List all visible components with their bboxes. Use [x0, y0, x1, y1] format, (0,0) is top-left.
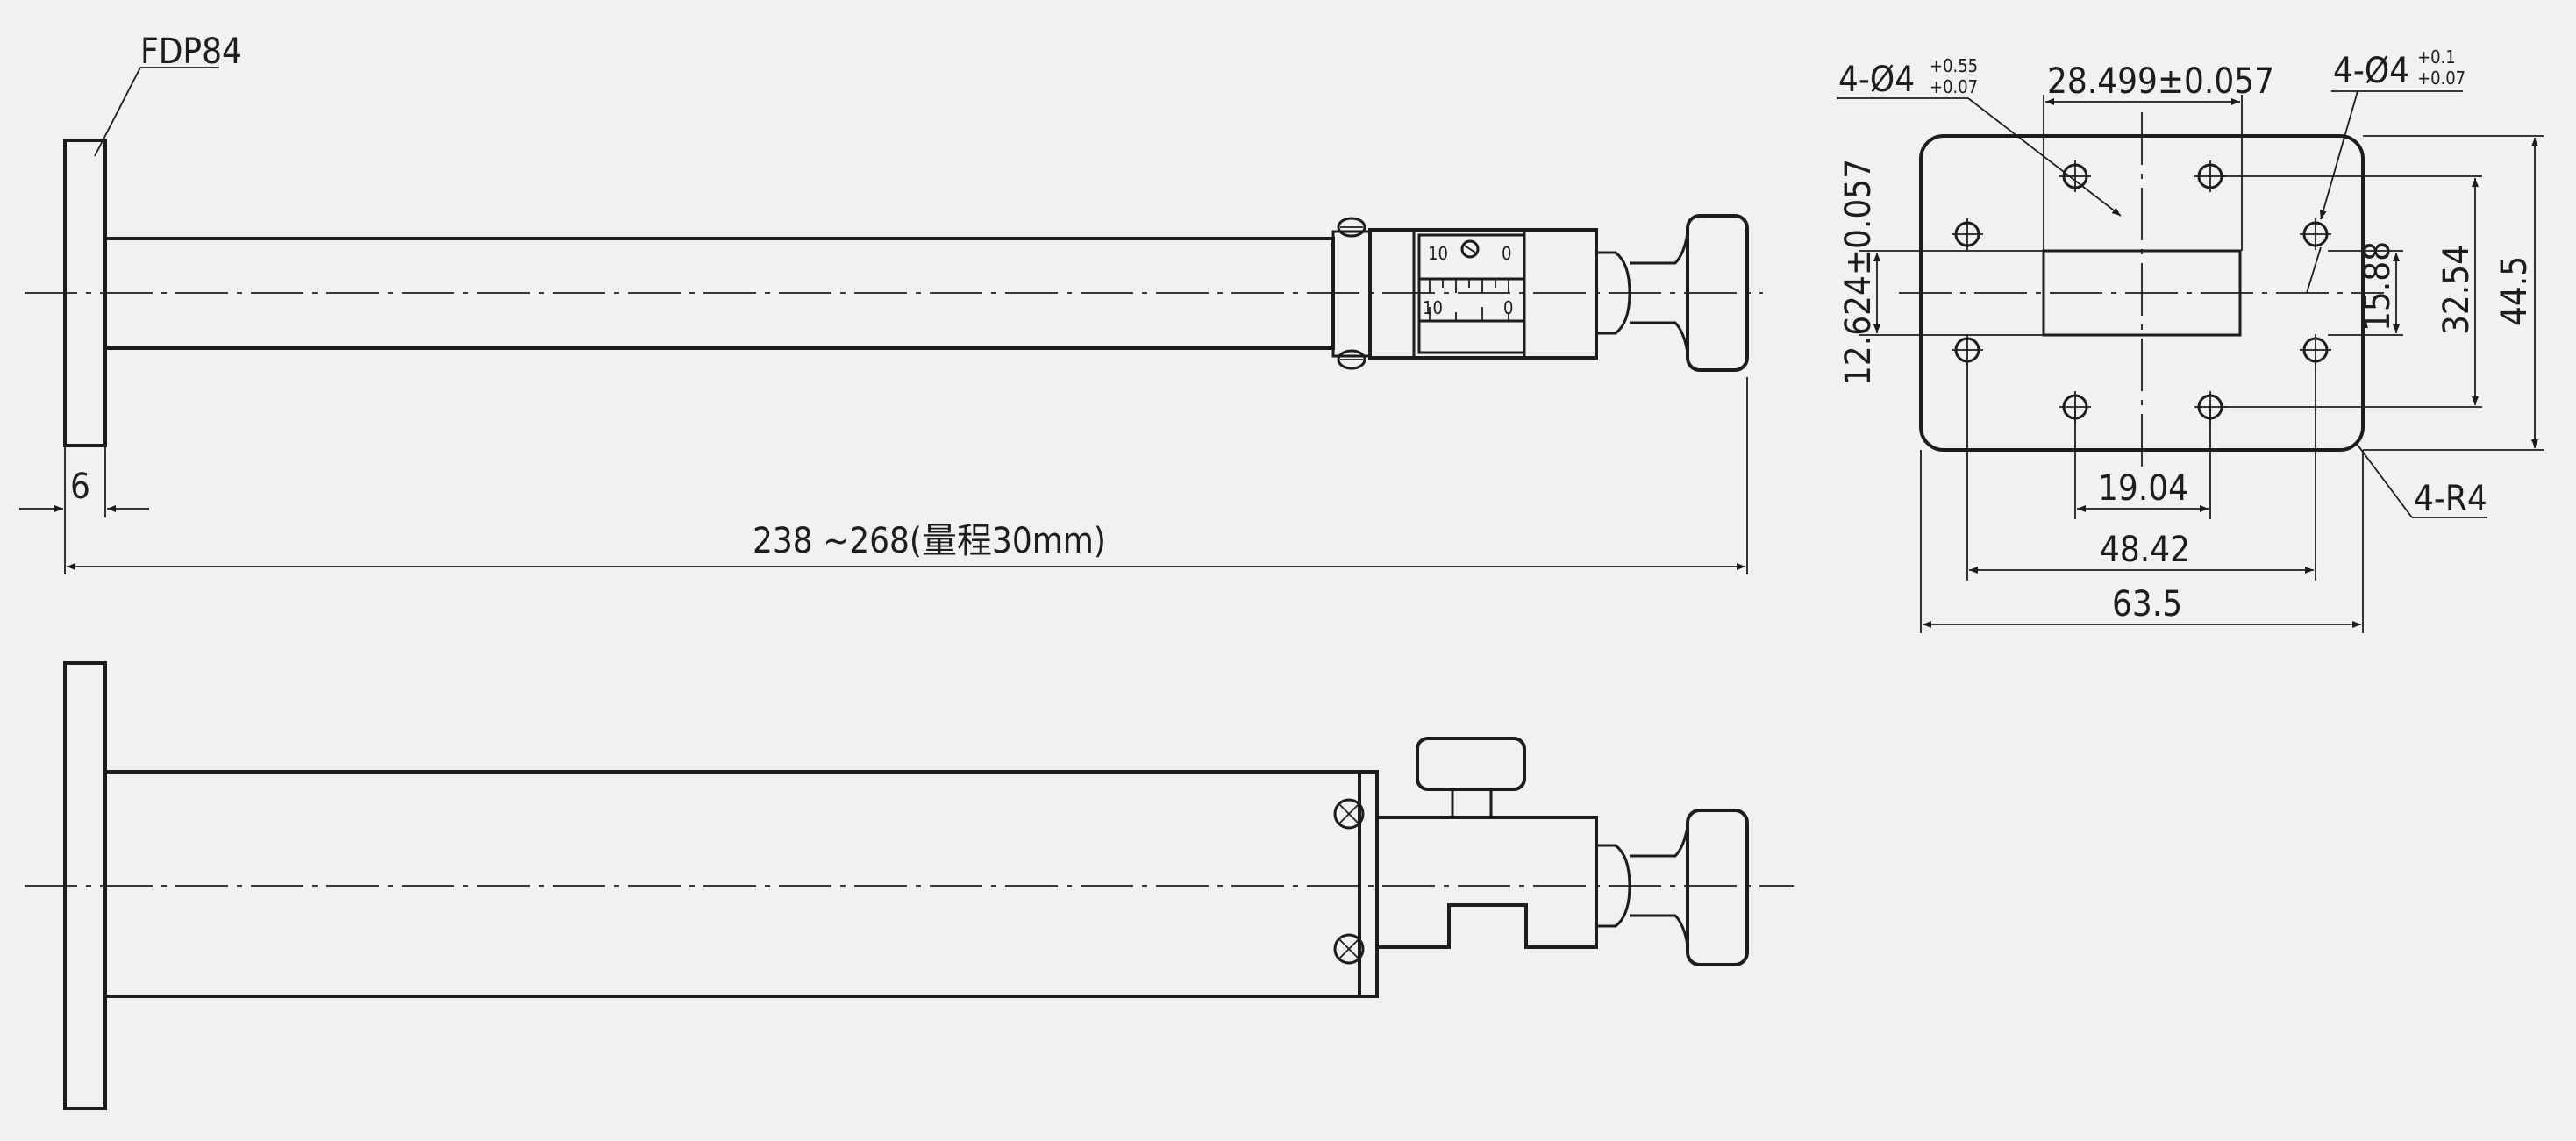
flange-height-value: 44.5 — [2494, 256, 2535, 326]
overall-length-dimension: 238 ~268(量程30mm) — [64, 377, 1748, 574]
bottom-carriage — [1375, 816, 1598, 949]
hole-columns-dimension: 48.42 — [1966, 361, 2316, 581]
hole-callout-right: 4-Ø4 +0.1 +0.07 — [2306, 46, 2465, 294]
flange-width-dimension: 63.5 — [1920, 450, 2364, 633]
hole-callout-right-tol-lower: +0.07 — [2417, 68, 2465, 89]
bottom-end-plate — [1358, 770, 1379, 998]
aperture-height-dimension: 15.88 — [2328, 241, 2403, 336]
hole-spacing-bottom-value: 19.04 — [2098, 468, 2188, 509]
overall-length-value: 238 ~268(量程30mm) — [753, 521, 1106, 561]
flange-thickness-value: 6 — [70, 467, 90, 507]
bottom-screw-upper — [1333, 798, 1365, 830]
top-knurled-knob — [1686, 214, 1749, 372]
hole-spacing-top-value: 28.499±0.057 — [2047, 61, 2274, 102]
bottom-view — [25, 661, 1794, 1110]
bottom-waveguide-body — [103, 770, 1379, 998]
micrometer-housing — [1368, 228, 1598, 360]
hole-columns-value: 48.42 — [2100, 530, 2190, 570]
micrometer-scale-label-bottom-right: 0 — [1503, 297, 1513, 318]
hole-spacing-top-dimension: 28.499±0.057 — [2043, 61, 2274, 251]
micrometer-scale — [1417, 277, 1526, 323]
top-clamp-collar — [1331, 230, 1372, 358]
hole-rows-dimension: 32.54 — [2222, 175, 2482, 408]
top-knob-neck — [1596, 251, 1631, 335]
flange-model-text: FDP84 — [140, 32, 242, 72]
micrometer-scale-label-top-right: 0 — [1502, 243, 1511, 264]
hole-callout-left: 4-Ø4 +0.55 +0.07 — [1837, 55, 2122, 217]
hole-spacing-vertical-value: 12.624±0.057 — [1838, 159, 1879, 386]
hole-callout-left-tol-lower: +0.07 — [1930, 76, 1978, 97]
micrometer-ticks — [1429, 279, 1509, 321]
bottom-post — [1451, 788, 1493, 819]
aperture-height-value: 15.88 — [2358, 241, 2398, 332]
micrometer-scale-label-bottom-left: 10 — [1423, 297, 1443, 318]
bottom-top-knurled-knob — [1416, 737, 1526, 791]
hole-callout-right-count: 4-Ø4 — [2333, 51, 2409, 91]
top-clamp-screw-upper — [1337, 217, 1366, 238]
micrometer-scale-label-top-left: 10 — [1428, 243, 1448, 264]
corner-radius-callout: 4-R4 — [2356, 443, 2487, 519]
hole-callout-left-count: 4-Ø4 — [1838, 60, 1915, 100]
flange-front-view: 28.499±0.057 12.624±0.057 15.88 32.54 — [1837, 46, 2544, 633]
flange-height-dimension: 44.5 — [2363, 135, 2544, 451]
flange-model-label: FDP84 — [94, 32, 242, 157]
bottom-knurled-knob — [1686, 809, 1749, 966]
hole-spacing-vertical-dimension: 12.624±0.057 — [1838, 159, 2044, 386]
bottom-knob-neck — [1596, 844, 1631, 928]
flange-thickness-dimension: 6 — [19, 447, 149, 517]
hole-callout-right-tol-upper: +0.1 — [2417, 46, 2456, 68]
corner-radius-value: 4-R4 — [2414, 479, 2487, 519]
top-view: 10 0 10 0 6 238 ~268(量程30mm) FDP84 — [19, 32, 1763, 574]
hole-spacing-bottom-dimension: 19.04 — [2074, 407, 2211, 519]
hole-callout-left-tol-upper: +0.55 — [1930, 55, 1978, 76]
bottom-screw-lower — [1333, 933, 1365, 965]
top-clamp-screw-lower — [1337, 349, 1366, 370]
flange-width-value: 63.5 — [2112, 584, 2182, 624]
micrometer-lock-screw — [1460, 239, 1480, 259]
hole-rows-value: 32.54 — [2437, 245, 2477, 335]
